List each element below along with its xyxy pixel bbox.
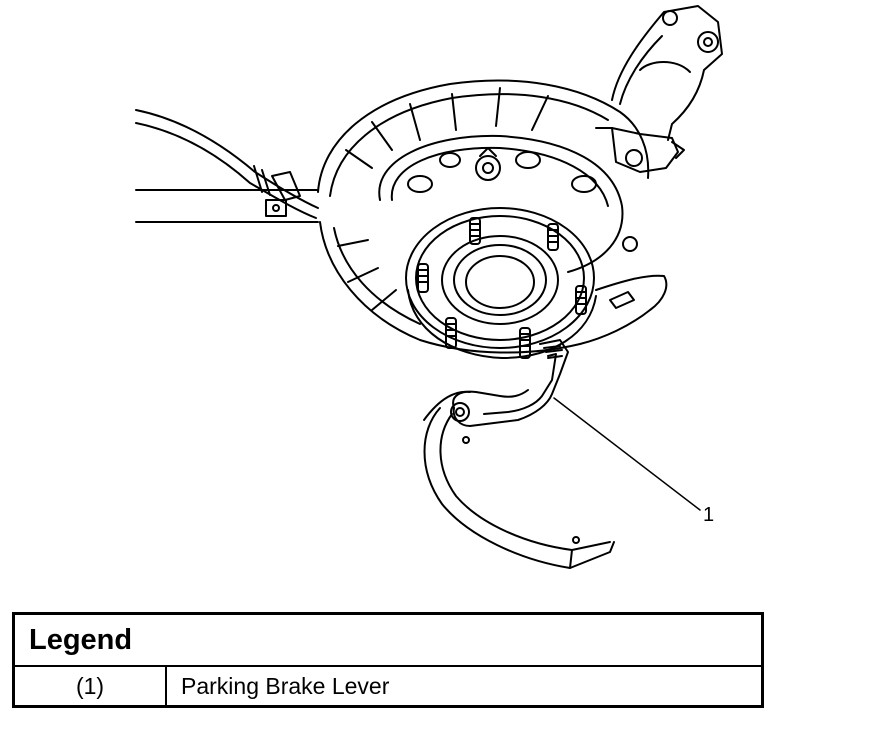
brake-assembly-illustration xyxy=(135,5,723,569)
brake-shoe xyxy=(423,390,615,569)
parking-brake-cable xyxy=(135,109,319,219)
legend-row-description: Parking Brake Lever xyxy=(181,672,390,699)
legend-title: Legend xyxy=(15,615,761,667)
legend-table: Legend (1) Parking Brake Lever xyxy=(12,612,764,708)
callout-leader-line xyxy=(553,397,701,511)
backing-plate xyxy=(317,79,668,354)
wheel-studs xyxy=(417,217,587,359)
steering-knuckle xyxy=(595,5,723,173)
parking-brake-lever xyxy=(452,339,569,427)
hub-flange xyxy=(378,134,624,273)
legend-row-number: (1) xyxy=(15,667,167,705)
frame-bracket xyxy=(135,189,319,223)
legend-row: (1) Parking Brake Lever xyxy=(15,667,761,705)
callout-label: 1 xyxy=(703,504,715,526)
wheel-hub xyxy=(405,207,597,359)
